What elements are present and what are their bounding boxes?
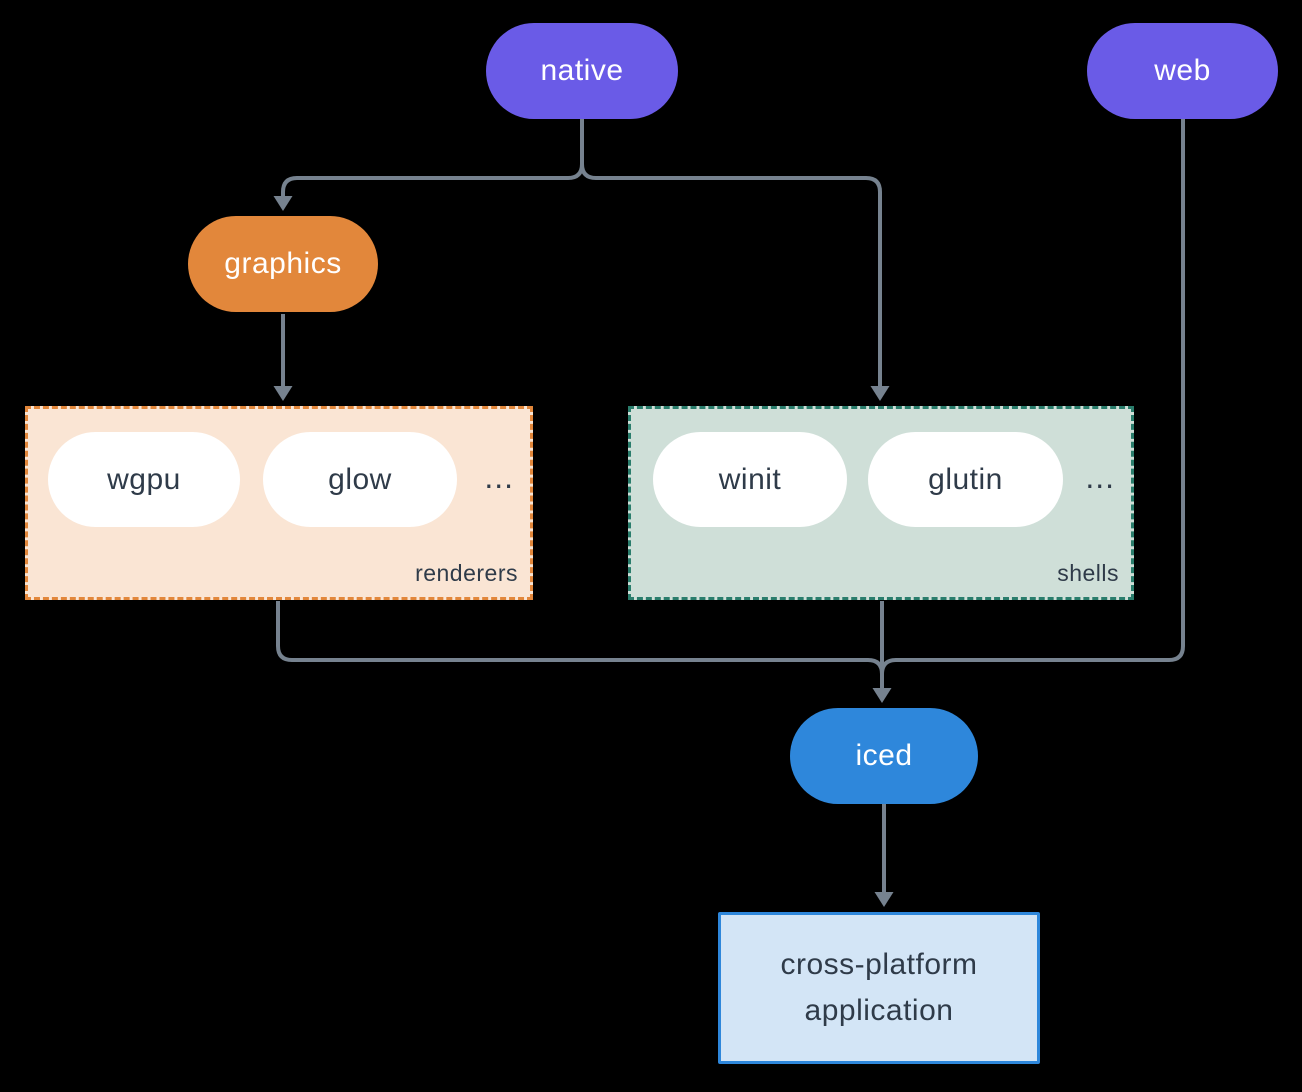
node-native-label: native (540, 54, 624, 87)
node-graphics-label: graphics (224, 247, 342, 280)
group-shells: winit glutin ... shells (628, 406, 1134, 600)
arrowhead-into-app (874, 892, 894, 907)
node-winit: winit (653, 432, 847, 527)
arrowhead-into-shells (870, 386, 890, 401)
arrowhead-into-iced (872, 688, 892, 703)
group-renderers: wgpu glow ... renderers (25, 406, 533, 600)
node-glutin-label: glutin (928, 462, 1003, 496)
node-wgpu-label: wgpu (107, 462, 181, 496)
arrowhead-into-renderers (273, 386, 293, 401)
node-cross-platform-application-label: cross-platform application (780, 947, 978, 1028)
node-wgpu: wgpu (48, 432, 240, 527)
node-web-label: web (1154, 54, 1211, 87)
node-iced: iced (790, 708, 978, 804)
renderers-group-label: renderers (415, 560, 518, 586)
node-native: native (486, 23, 678, 119)
edge-renderers-to-merge (276, 601, 884, 675)
node-glutin: glutin (868, 432, 1063, 527)
shells-ellipsis: ... (1085, 459, 1115, 495)
shells-group-label: shells (1057, 560, 1119, 586)
edge-native-to-shells (580, 119, 882, 386)
node-graphics: graphics (188, 216, 378, 312)
node-winit-label: winit (718, 462, 782, 496)
renderers-ellipsis: ... (484, 459, 514, 495)
node-iced-label: iced (855, 739, 913, 772)
edge-native-to-graphics (281, 119, 584, 196)
node-glow: glow (263, 432, 457, 527)
node-web: web (1087, 23, 1278, 119)
arrowhead-into-graphics (273, 196, 293, 211)
node-cross-platform-application: cross-platform application (718, 912, 1040, 1064)
node-glow-label: glow (328, 462, 392, 496)
